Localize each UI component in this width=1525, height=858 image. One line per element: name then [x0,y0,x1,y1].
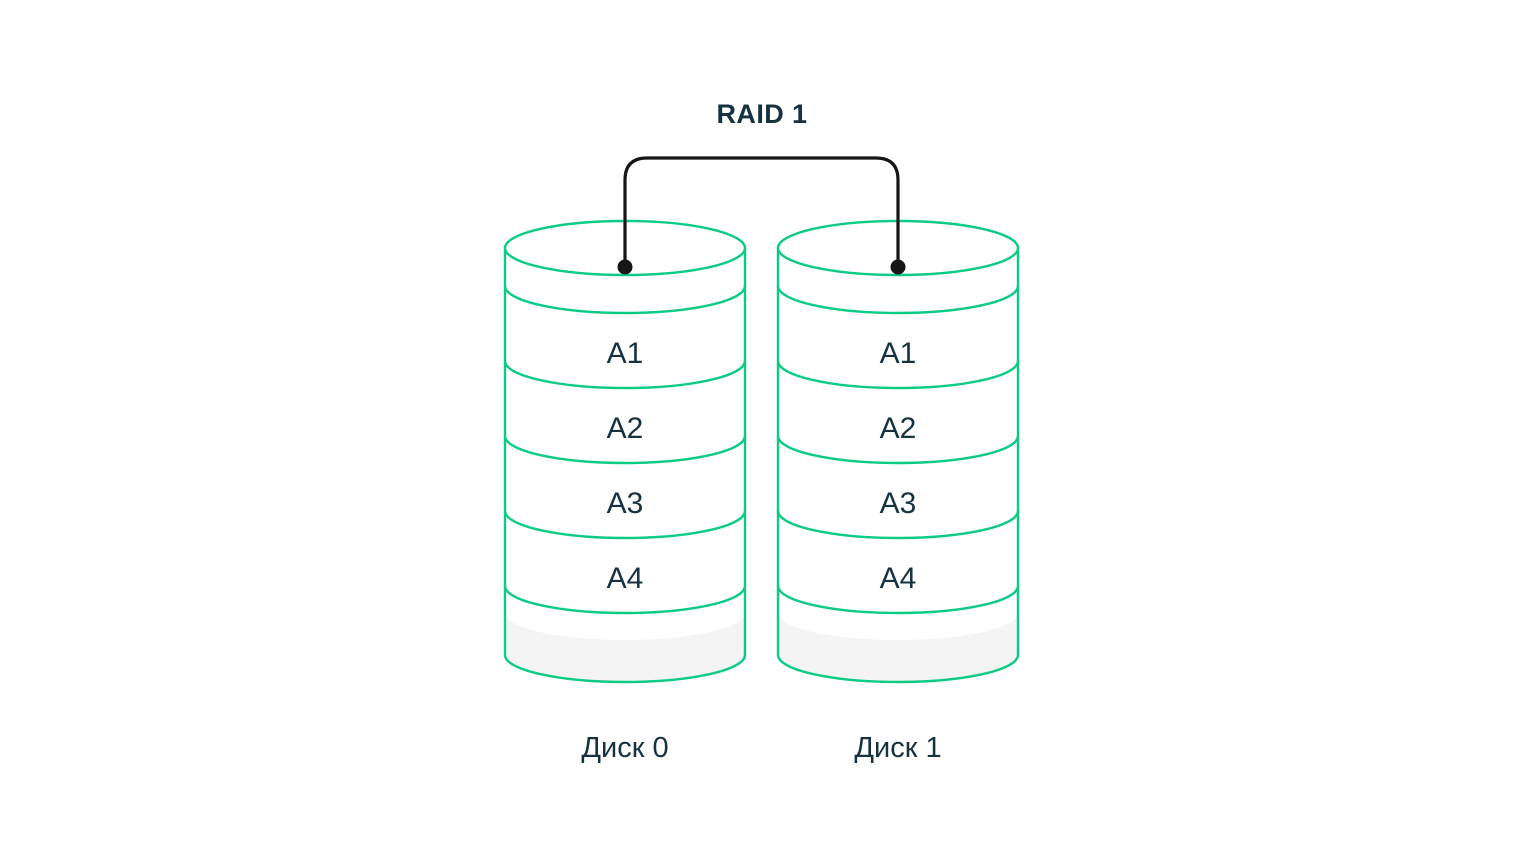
disk-0-separator-3 [503,509,747,540]
disk-0-body-fill [505,221,745,682]
disk-0-bottom-arc [503,653,747,684]
disk-0-group[interactable]: A1 A2 A3 A4 Диск 0 [495,219,755,764]
disk-1-separator-0 [776,284,1020,315]
disk-0-block-3-label: A4 [607,562,644,595]
disk-1-block-2-label: A3 [880,487,917,520]
disk-1-separator-3 [776,509,1020,540]
disk-1-body-fill [778,221,1018,682]
disk-0-used-fill [505,221,745,621]
disk-1-group[interactable]: A1 A2 A3 A4 Диск 1 [768,219,1028,764]
disk-1-separator-2 [776,434,1020,465]
disk-0-caption: Диск 0 [581,732,668,764]
disk-0-block-1-label: A2 [607,412,644,445]
disk-0-separator-0 [503,284,747,315]
disk-0-separator-4 [503,584,747,615]
disk-0-block-0-label: A1 [607,337,644,370]
disk-1-bottom-arc [776,653,1020,684]
disk-1-separator-4 [776,584,1020,615]
disk-1-separator-1 [776,359,1020,390]
disk-1-block-0-label: A1 [880,337,917,370]
mirror-link-path [623,156,900,267]
disk-1-block-3-label: A4 [880,562,917,595]
disk-1-block-1-label: A2 [880,412,917,445]
disk-1-caption: Диск 1 [854,732,941,764]
disk-1-used-fill [778,221,1018,621]
disk-0-separator-1 [503,359,747,390]
mirror-link-dot-right [890,259,906,275]
mirror-link-dot-left [617,259,633,275]
mirror-link-connector [617,156,906,275]
disk-0-block-2-label: A3 [607,487,644,520]
diagram-title: RAID 1 [717,99,808,129]
disk-0-separator-2 [503,434,747,465]
